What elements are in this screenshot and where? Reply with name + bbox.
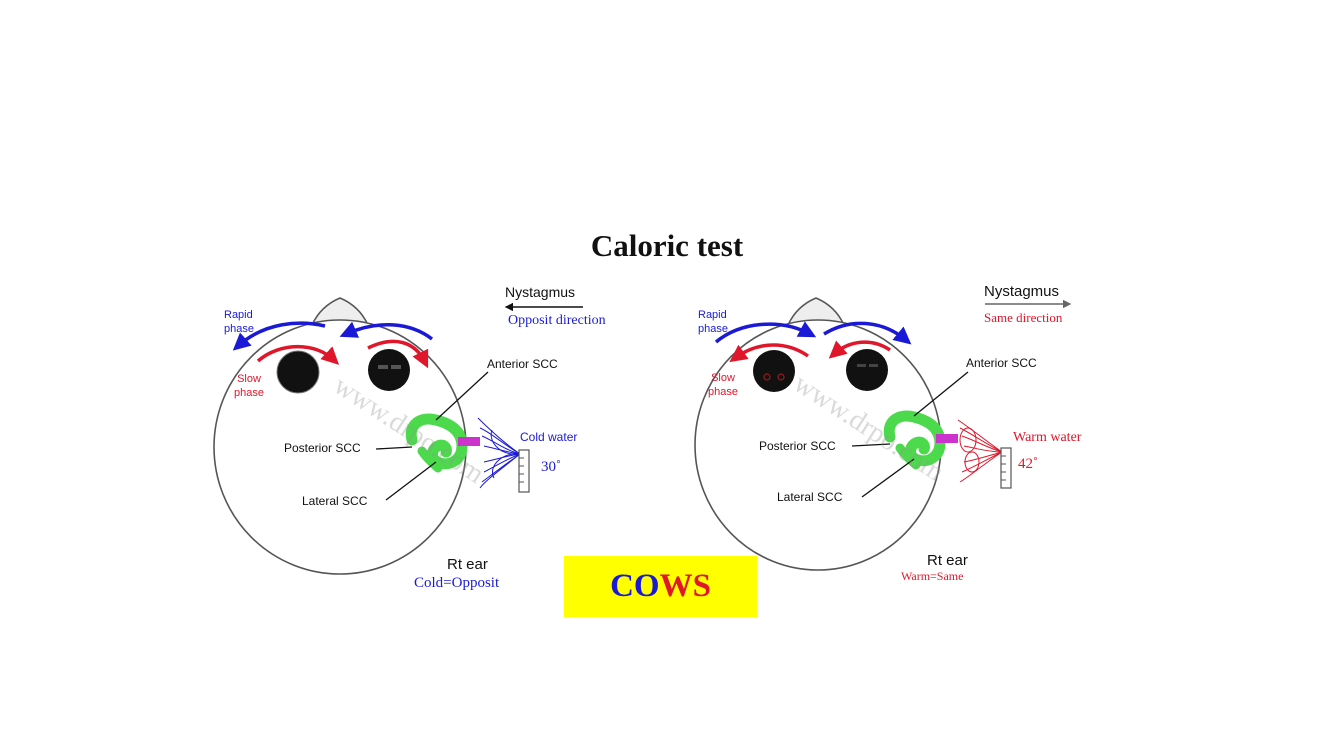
- left-rapid-arrow-2: [339, 321, 434, 341]
- left-direction-label: Opposit direction: [508, 313, 606, 328]
- diagram-title: Caloric test: [590, 228, 744, 263]
- right-eye-right: [846, 349, 888, 391]
- left-eye-right: [368, 349, 410, 391]
- left-nystagmus-label: Nystagmus: [505, 284, 576, 300]
- cows-cold-part: CO: [610, 568, 660, 604]
- right-anterior-scc-label: Anterior SCC: [966, 356, 1037, 370]
- right-temperature-label: 42˚: [1018, 456, 1038, 472]
- left-nerve: [458, 437, 480, 446]
- left-slow-arrow-2: [367, 339, 429, 369]
- left-ear-label: Rt ear: [447, 556, 488, 573]
- left-cold-plume: [477, 417, 521, 489]
- right-posterior-callout: [851, 443, 891, 447]
- left-rule-label: Cold=Opposit: [414, 575, 500, 591]
- left-lateral-scc-label: Lateral SCC: [302, 494, 368, 508]
- left-posterior-scc-label: Posterior SCC: [284, 441, 361, 455]
- left-slow-arrow-1: [256, 344, 340, 365]
- right-posterior-scc-label: Posterior SCC: [759, 439, 836, 453]
- left-eye-left: [276, 350, 320, 394]
- right-syringe: [1000, 447, 1012, 489]
- right-rule-label: Warm=Same: [901, 569, 964, 583]
- left-lateral-callout: [385, 461, 437, 501]
- left-syringe: [518, 449, 530, 493]
- right-rapid-arrow-1: [714, 321, 817, 344]
- right-ear-label: Rt ear: [927, 552, 968, 569]
- left-anterior-callout: [435, 371, 489, 421]
- right-anterior-callout: [913, 371, 969, 417]
- right-warm-plume: [957, 419, 1003, 483]
- right-rapid-arrow-2: [823, 321, 912, 345]
- right-water-label: Warm water: [1013, 430, 1082, 445]
- left-rapid-arrow-1: [232, 321, 326, 351]
- left-anterior-scc-label: Anterior SCC: [487, 357, 558, 371]
- cows-warm-part: WS: [659, 568, 711, 604]
- right-lateral-scc-label: Lateral SCC: [777, 490, 843, 504]
- right-nerve: [936, 434, 958, 443]
- right-scc-shape: [883, 410, 946, 470]
- right-direction-label: Same direction: [984, 310, 1063, 325]
- right-slow-arrow-1: [729, 343, 810, 363]
- right-slow-arrow-2: [828, 340, 891, 359]
- right-lateral-callout: [861, 458, 915, 498]
- left-scc-shape: [405, 413, 468, 473]
- left-water-label: Cold water: [520, 430, 578, 444]
- left-temperature-label: 30˚: [541, 459, 561, 475]
- left-posterior-callout: [375, 446, 413, 450]
- right-nystagmus-label: Nystagmus: [984, 283, 1060, 300]
- right-eye-left: [753, 350, 795, 392]
- cows-mnemonic-box: COWS: [564, 556, 757, 617]
